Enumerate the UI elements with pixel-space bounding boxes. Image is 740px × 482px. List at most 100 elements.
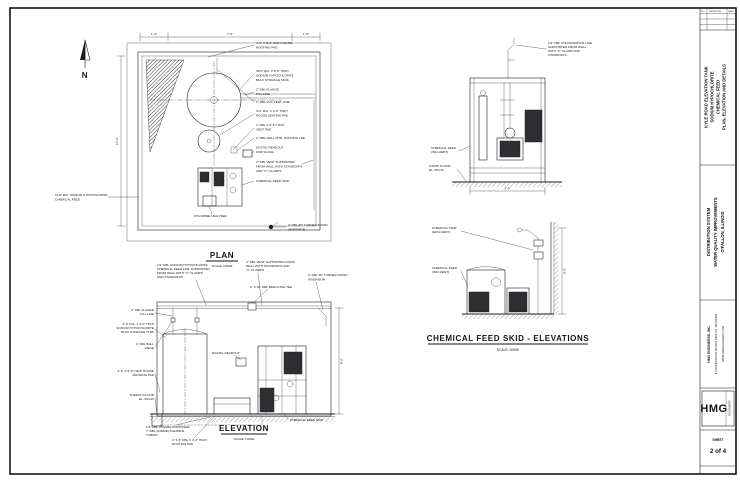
annotation-line: INVERSION xyxy=(288,228,305,232)
pump-body xyxy=(499,140,521,158)
annotation-line: AND "C" CLAMPS xyxy=(256,169,281,173)
annotation-line: ROOFING PAD xyxy=(256,46,278,50)
annotation-line: (INFLUENT) xyxy=(431,150,448,154)
seating-pad-circle xyxy=(197,129,221,153)
firm-block: HMG ENGINEERS, INC. IL PROFESSIONAL DESI… xyxy=(707,313,725,374)
elevation-scale: SCALE: NONE xyxy=(234,437,255,441)
annotation-line: 1/2" DBL (INSIDE) PROPOSED xyxy=(146,425,191,429)
dim-label: 1'-6" xyxy=(303,32,309,36)
project-line: SODIUM HYPOCHLORITE xyxy=(710,71,715,122)
logo-subtext: ENGINEERS xyxy=(728,400,732,416)
annotation-line: 1" DBL BALL xyxy=(136,342,154,346)
tank-base-component xyxy=(468,291,490,313)
control-panel xyxy=(524,109,543,143)
annotation-line: 10.5" DIA. SODIUM HYPOCHLORITE xyxy=(55,193,108,197)
sheet-number-block: SHEET 2 of 4 xyxy=(710,438,727,455)
annotation-line: CHEMICAL FEED xyxy=(431,146,457,150)
annotation-line: FINISH FLOOR xyxy=(429,164,451,168)
annotation-line: BULK STORAGE TANK xyxy=(256,78,290,82)
annotation-line: EL. 564.25 xyxy=(429,168,444,172)
annotation-line: 4'-6" X 8'-0" HIGH HOUSE xyxy=(117,369,154,373)
title-block: NO. REVISIONS DATE KYLE ROAD ELEVATION T… xyxy=(699,7,737,467)
calibration-column xyxy=(478,95,488,161)
north-label: N xyxy=(82,71,88,80)
dim-label: 1'-4" xyxy=(151,32,157,36)
column-cap xyxy=(480,90,486,96)
annotation-line: CHEMICAL FEED xyxy=(55,198,81,202)
riser-valve-a xyxy=(533,251,544,260)
seating-pad-center xyxy=(206,138,212,144)
north-arrow: N xyxy=(80,39,91,80)
riser-elbow xyxy=(521,229,539,239)
annotation-line: AND STANDOFFS xyxy=(157,275,183,279)
riser-valve-b xyxy=(533,239,544,247)
skid-leaders xyxy=(456,44,547,288)
chlorination-pipe-riser xyxy=(507,37,515,79)
annotation-line: WALL WITH STANDOFFS AND xyxy=(246,264,290,268)
plan-structure xyxy=(126,42,332,242)
plan-hatched-ramp xyxy=(145,59,185,153)
annotation-line: 7" DBL (INSIDE) FLEXIBLE xyxy=(146,429,184,433)
annotation-line: TUBING xyxy=(146,433,158,437)
plan-dimensions: 1'-4" 7'-0" 1'-6" 10'-0" xyxy=(115,32,321,227)
dim-label: 10'-0" xyxy=(115,137,119,145)
annotation-line: 1" DBL X 3'-6" HIGH xyxy=(256,123,284,127)
annotation-line: VENT PAD xyxy=(256,128,272,132)
routing-pad xyxy=(213,397,251,415)
skid-tank-component xyxy=(259,387,275,413)
elevation-annotations: 1/2" DBL SODIUM HYPOCHLORITE CHEMICAL FE… xyxy=(116,260,347,446)
plan-pad-outline xyxy=(126,42,332,242)
skid-view-side: 3'-6" xyxy=(462,221,567,319)
tank-dome-side xyxy=(466,266,506,271)
annotation-line: 3'-0" DIA. X 4'-0" HIGH xyxy=(122,322,154,326)
pump-body-side xyxy=(508,291,528,313)
logo-text: HMG xyxy=(700,403,727,415)
skid-scale: SCALE: NONE xyxy=(497,348,520,352)
annotation-line: DIGITAL READOUT xyxy=(212,351,240,355)
annotation-line: FROM WALL WITH "C" CLAMPS xyxy=(157,271,203,275)
annotation-line: EL. 564.25 xyxy=(139,397,154,401)
annotation-line: (EFFLUENT) xyxy=(432,230,450,234)
tank-port xyxy=(491,277,501,287)
annotation-line: TRENCH FLOOR xyxy=(130,393,155,397)
elevation-title: ELEVATION xyxy=(219,424,269,433)
annotation-line: 1" DBL PVC VENT LINE xyxy=(256,100,290,104)
skid-motor xyxy=(286,380,294,388)
annotation-line: FILL LINE xyxy=(256,92,270,96)
turned-down-inversion xyxy=(317,307,327,327)
annotation-line: 4'-6" X 8'-0" HIGH HOUSE xyxy=(256,41,293,45)
dim-label: 8'-6" xyxy=(340,358,344,364)
annotation-line: (INFLUENT) xyxy=(432,270,449,274)
firm-logo: HMG ENGINEERS xyxy=(700,390,735,427)
annotation-line: 2" DBL 45° TURNED DOWN xyxy=(288,223,327,227)
skid-panel-component xyxy=(283,351,303,375)
plan-leaders xyxy=(107,44,314,228)
annotation-line: HOUSE SEATING PAD xyxy=(256,114,289,118)
annotation-line: ROUTING PAD xyxy=(172,442,194,446)
ground-hatch xyxy=(452,183,562,187)
annotation-line: 2" DBL FLANGE xyxy=(131,308,154,312)
logo-box xyxy=(701,390,735,427)
rev-header-no: NO. xyxy=(701,11,705,13)
sheet-label: SHEET xyxy=(712,438,724,442)
skid-title: CHEMICAL FEED SKID - ELEVATIONS xyxy=(427,334,590,343)
elevation-outline xyxy=(156,301,332,417)
digital-readout-box xyxy=(242,149,253,158)
skid-elevations: 3'-0" 3'-6" xyxy=(427,37,592,352)
project-title-block: KYLE ROAD ELEVATION TANK SODIUM HYPOCHLO… xyxy=(704,64,727,130)
annotation-line: CHEMICAL FEED SKID xyxy=(256,179,290,183)
skid-view-front: 3'-0" xyxy=(452,37,562,196)
pump-motor xyxy=(504,127,516,139)
elevation-dimensions: 8'-6" xyxy=(334,307,344,415)
annotation-line: BULK STORAGE TANK xyxy=(121,330,155,334)
annotation-line: SODIUM HYPOCHLORITE xyxy=(256,74,294,78)
annotation-line: SUPPORTED FROM WALL xyxy=(548,45,587,49)
plan-wall-outer xyxy=(137,51,321,231)
annotation-line: CHEMICAL FEED SKID xyxy=(290,418,324,422)
annotation-line: 3'-0" DIA. X 4'-0" HIGH xyxy=(256,109,288,113)
trench-box xyxy=(151,413,163,427)
plan-title: PLAN xyxy=(210,251,234,260)
north-arrow-right-half xyxy=(84,39,91,61)
client-block: DISTRIBUTION SYSTEM WATER QUALITY IMPROV… xyxy=(706,197,725,267)
